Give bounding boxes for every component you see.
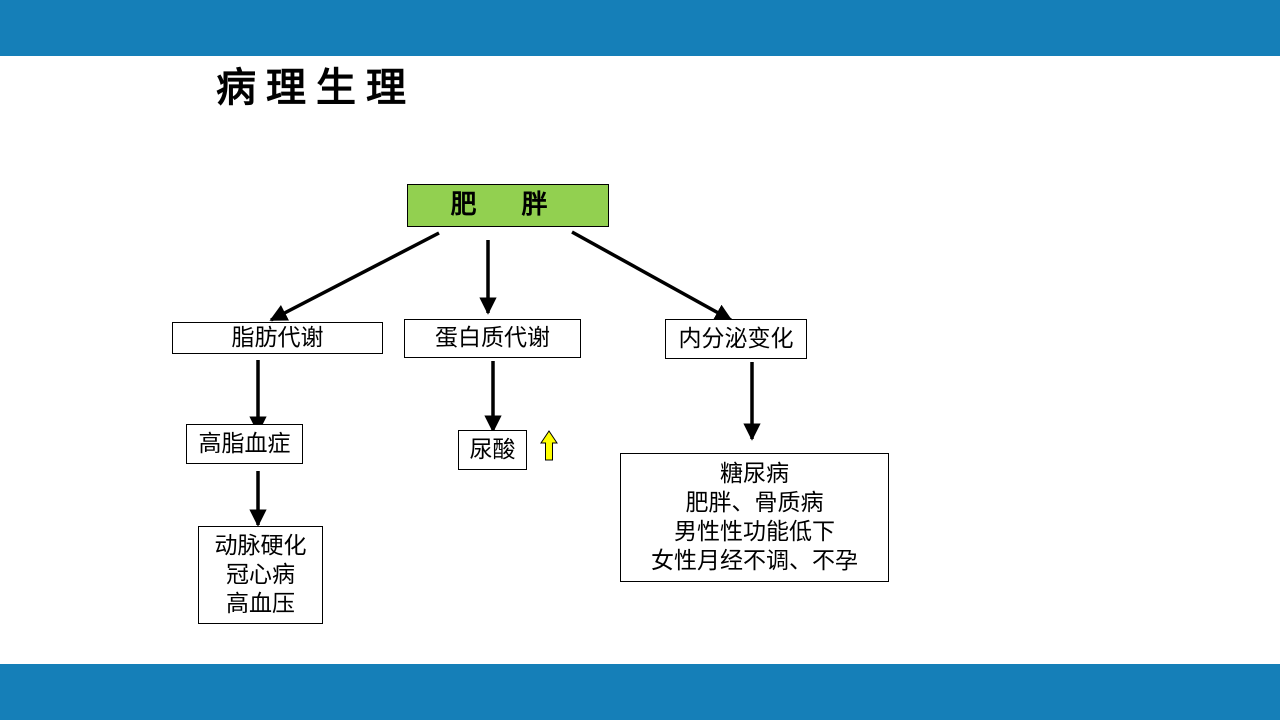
node-hyperlipidemia: 高脂血症 — [186, 424, 303, 464]
top-banner — [0, 0, 1280, 56]
outcome-line: 男性性功能低下 — [674, 518, 835, 545]
node-lipid-outcomes: 动脉硬化 冠心病 高血压 — [198, 526, 323, 624]
outcome-line: 肥胖、骨质病 — [685, 489, 824, 516]
arrow-root-to-lipid — [269, 231, 440, 322]
node-lipid-metabolism: 脂肪代谢 — [172, 322, 383, 354]
bottom-banner — [0, 664, 1280, 720]
outcome-line: 糖尿病 — [720, 460, 789, 487]
node-uric-acid: 尿酸 — [458, 430, 527, 470]
node-endocrine-change: 内分泌变化 — [665, 319, 807, 359]
outcome-line: 女性月经不调、不孕 — [651, 547, 858, 574]
root-node-obesity: 肥 胖 — [407, 184, 609, 227]
slide-title: 病理生理 — [216, 65, 416, 111]
outcome-line: 动脉硬化 — [214, 532, 307, 559]
up-arrow-icon — [540, 430, 558, 461]
arrow-root-to-endocrine — [571, 230, 733, 322]
node-protein-metabolism: 蛋白质代谢 — [404, 319, 581, 358]
node-endocrine-outcomes: 糖尿病 肥胖、骨质病 男性性功能低下 女性月经不调、不孕 — [620, 453, 889, 582]
outcome-line: 高血压 — [226, 590, 295, 617]
outcome-line: 冠心病 — [226, 561, 295, 588]
